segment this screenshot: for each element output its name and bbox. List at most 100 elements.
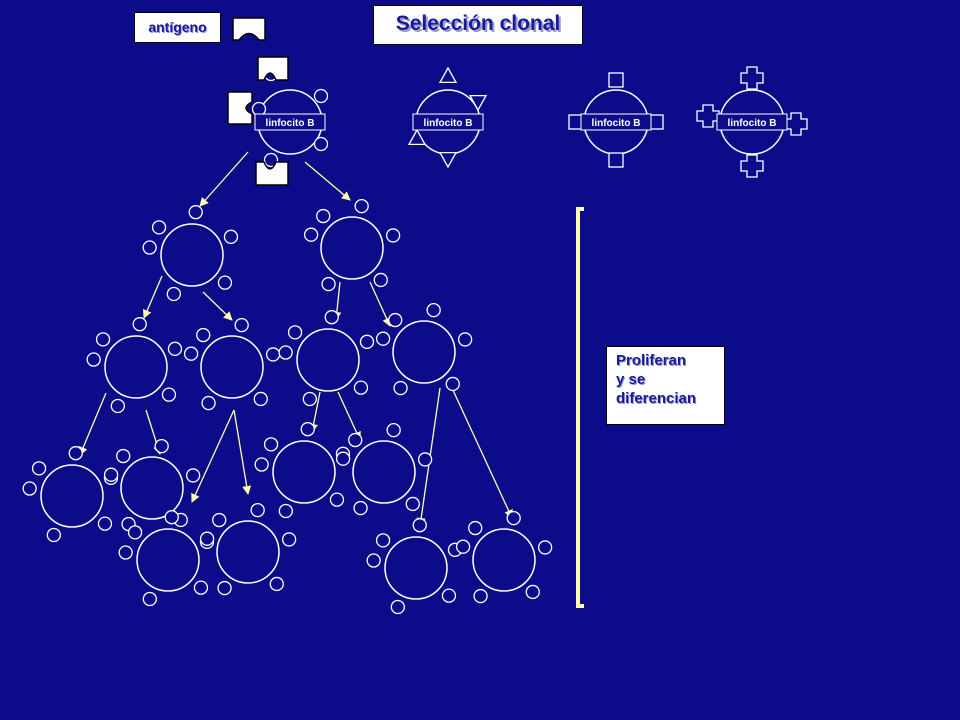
receptor xyxy=(278,503,293,519)
arrow xyxy=(191,409,235,503)
receptor xyxy=(457,332,473,347)
receptor xyxy=(167,341,183,356)
receptor xyxy=(313,88,329,104)
receptor xyxy=(278,345,293,360)
b-cell-label-box xyxy=(254,113,326,131)
daughter-cell xyxy=(303,198,401,292)
b-cell: linfocito B xyxy=(407,66,488,169)
title-box: Selección clonal xyxy=(373,5,583,45)
cell-body xyxy=(296,328,360,392)
receptor xyxy=(154,438,169,454)
receptor xyxy=(188,205,203,220)
receptor xyxy=(183,346,199,361)
cell-body xyxy=(120,456,184,520)
receptor xyxy=(269,576,284,592)
receptor xyxy=(359,334,375,349)
arrow xyxy=(143,275,163,319)
receptor xyxy=(46,527,61,543)
receptor xyxy=(335,451,351,466)
receptor xyxy=(412,518,427,533)
b-cell-label: linfocito B xyxy=(424,118,473,129)
receptor xyxy=(263,437,279,452)
daughter-cell xyxy=(455,510,553,604)
receptor xyxy=(386,422,401,438)
cell-body xyxy=(320,216,384,280)
receptor xyxy=(116,448,131,464)
daughter-cell xyxy=(375,302,473,396)
receptor xyxy=(199,531,215,546)
receptor xyxy=(525,584,540,600)
receptor xyxy=(506,510,521,526)
receptor xyxy=(118,545,133,560)
receptor xyxy=(441,588,457,603)
b-cell: linfocito B xyxy=(568,72,664,168)
daughter-cell xyxy=(103,438,201,532)
receptor xyxy=(201,395,216,411)
receptor xyxy=(164,510,179,525)
receptor xyxy=(302,391,317,407)
daughter-cell xyxy=(142,205,239,302)
bound-antigen xyxy=(227,91,253,125)
receptor xyxy=(366,553,381,568)
antigen-symbol xyxy=(232,17,266,41)
cell-body xyxy=(272,440,336,504)
daughter-cell xyxy=(86,317,183,414)
cell-body xyxy=(160,223,224,287)
b-cell-label: linfocito B xyxy=(592,118,641,129)
receptor xyxy=(608,72,624,88)
receptor xyxy=(31,461,47,476)
receptor xyxy=(68,446,83,461)
b-cell-label-box xyxy=(716,113,788,131)
receptor xyxy=(784,112,808,136)
receptor xyxy=(250,502,265,518)
receptor xyxy=(161,387,177,402)
receptor xyxy=(353,500,368,516)
b-cell-label: linfocito B xyxy=(266,118,315,129)
daughter-cell xyxy=(278,310,375,407)
receptor xyxy=(253,391,268,407)
annotation-line-2: y se xyxy=(616,371,646,388)
receptor xyxy=(185,468,201,483)
receptor xyxy=(103,467,119,482)
receptor xyxy=(132,317,147,332)
receptor xyxy=(468,520,483,536)
arrow xyxy=(233,409,252,495)
cell-body xyxy=(352,440,416,504)
b-cell-label-box xyxy=(580,113,652,131)
receptor xyxy=(263,152,279,168)
receptor xyxy=(316,208,331,224)
cell-body xyxy=(384,536,448,600)
receptor xyxy=(445,376,460,392)
receptor xyxy=(127,525,143,540)
receptor xyxy=(405,496,420,512)
cell-body xyxy=(392,320,456,384)
receptor xyxy=(696,104,720,128)
page-title: Selección clonal xyxy=(395,12,561,35)
receptor xyxy=(22,481,37,496)
receptor xyxy=(473,588,488,604)
receptor xyxy=(417,452,433,467)
cell-body xyxy=(136,528,200,592)
receptor xyxy=(426,302,441,318)
daughter-cell xyxy=(22,446,119,543)
bound-antigen xyxy=(255,161,289,186)
receptor xyxy=(321,276,336,292)
annotation-line-1: Proliferan xyxy=(616,352,687,369)
bracket xyxy=(576,207,584,608)
daughter-cell xyxy=(183,317,281,411)
b-cell: linfocito B xyxy=(227,56,329,186)
receptor xyxy=(313,136,329,152)
arrow xyxy=(78,392,107,456)
receptor xyxy=(468,94,488,112)
receptor xyxy=(385,228,401,243)
receptor xyxy=(287,325,303,340)
receptor xyxy=(537,540,553,555)
daughter-cell xyxy=(335,422,433,516)
cell-body xyxy=(200,335,264,399)
antigen-label: antígeno xyxy=(148,19,207,35)
b-cell-label-box xyxy=(412,113,484,131)
receptor xyxy=(373,272,388,288)
annotation-box: Proliferan y se diferencian xyxy=(606,346,725,425)
